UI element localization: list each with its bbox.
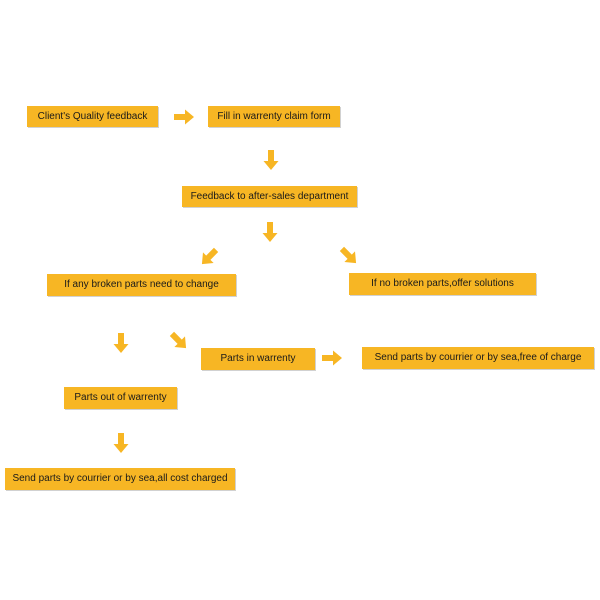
node-label: Parts in warrenty (220, 353, 296, 364)
node-parts-in-warranty: Parts in warrenty (201, 348, 315, 370)
arrow-down-icon (113, 333, 129, 353)
arrow-right-icon (322, 350, 342, 366)
node-label: Client's Quality feedback (37, 110, 148, 122)
arrow-down-icon (263, 150, 279, 170)
node-parts-out-of-warranty: Parts out of warrenty (64, 387, 177, 409)
node-label: If any broken parts need to change (64, 279, 219, 290)
node-no-broken-parts: If no broken parts,offer solutions (349, 273, 536, 295)
node-send-all-cost-charged: Send parts by courrier or by sea,all cos… (5, 468, 235, 490)
arrow-down-left-icon (196, 244, 222, 270)
node-client-quality-feedback: Client's Quality feedback (27, 106, 158, 127)
arrow-right-icon (174, 109, 194, 125)
node-label: Send parts by courrier or by sea,free of… (374, 352, 582, 363)
arrow-down-right-icon (336, 243, 362, 269)
node-send-free-of-charge: Send parts by courrier or by sea,free of… (362, 347, 594, 369)
arrow-down-icon (262, 222, 278, 242)
arrow-down-icon (113, 433, 129, 453)
node-label: Send parts by courrier or by sea,all cos… (12, 473, 228, 484)
node-label: Fill in warrenty claim form (217, 110, 331, 122)
node-label: If no broken parts,offer solutions (371, 278, 514, 289)
node-broken-parts: If any broken parts need to change (47, 274, 236, 296)
node-warranty-claim-form: Fill in warrenty claim form (208, 106, 340, 127)
arrow-down-right-icon (166, 328, 192, 354)
node-label: Feedback to after-sales department (190, 190, 349, 202)
node-after-sales-feedback: Feedback to after-sales department (182, 186, 357, 207)
node-label: Parts out of warrenty (74, 392, 167, 403)
